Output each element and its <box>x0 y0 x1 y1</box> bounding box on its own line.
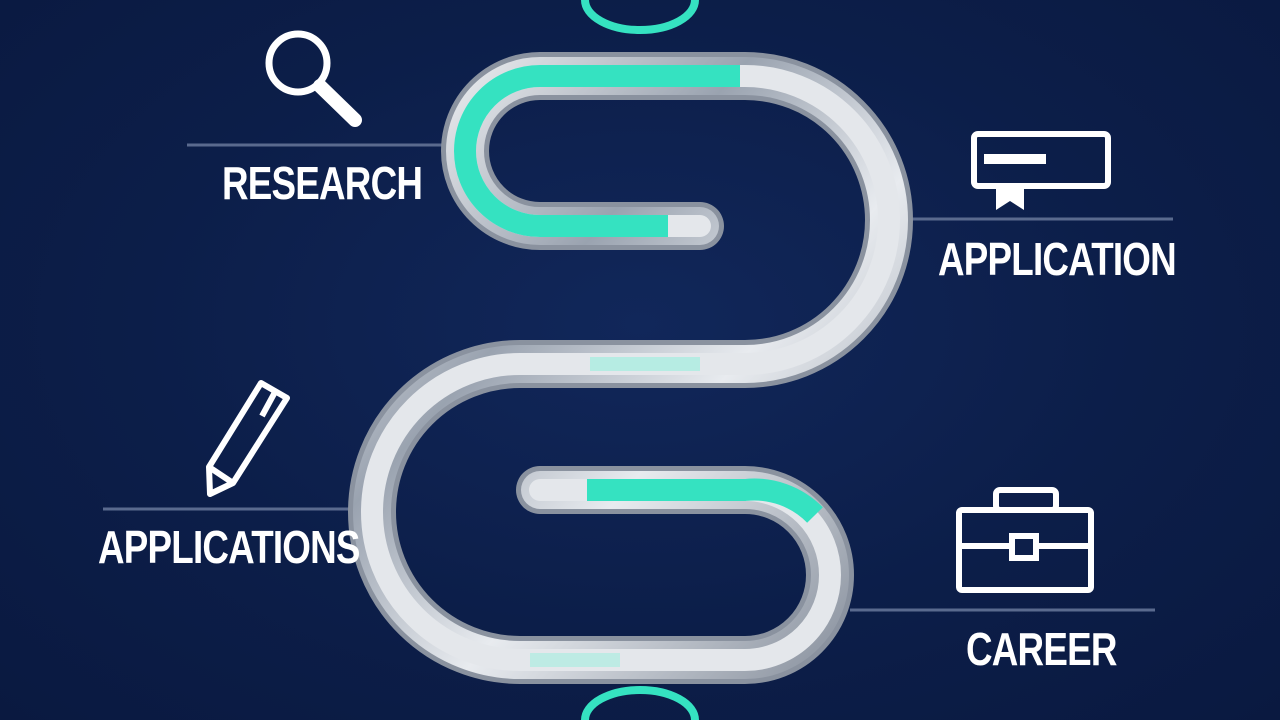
magnifier-icon <box>265 30 362 127</box>
pen-icon <box>206 380 290 497</box>
step-label-applications: APPLICATIONS <box>98 521 360 573</box>
step-label-application: APPLICATION <box>938 233 1177 285</box>
top-node <box>581 0 699 34</box>
step-label-career: CAREER <box>966 623 1117 675</box>
bottom-node <box>581 686 699 720</box>
progress-lower <box>587 478 823 523</box>
certificate-icon <box>971 131 1111 210</box>
progress-upper <box>454 65 740 237</box>
progress-segments <box>454 65 823 667</box>
step-label-research: RESEARCH <box>222 157 423 209</box>
briefcase-icon <box>956 487 1094 593</box>
